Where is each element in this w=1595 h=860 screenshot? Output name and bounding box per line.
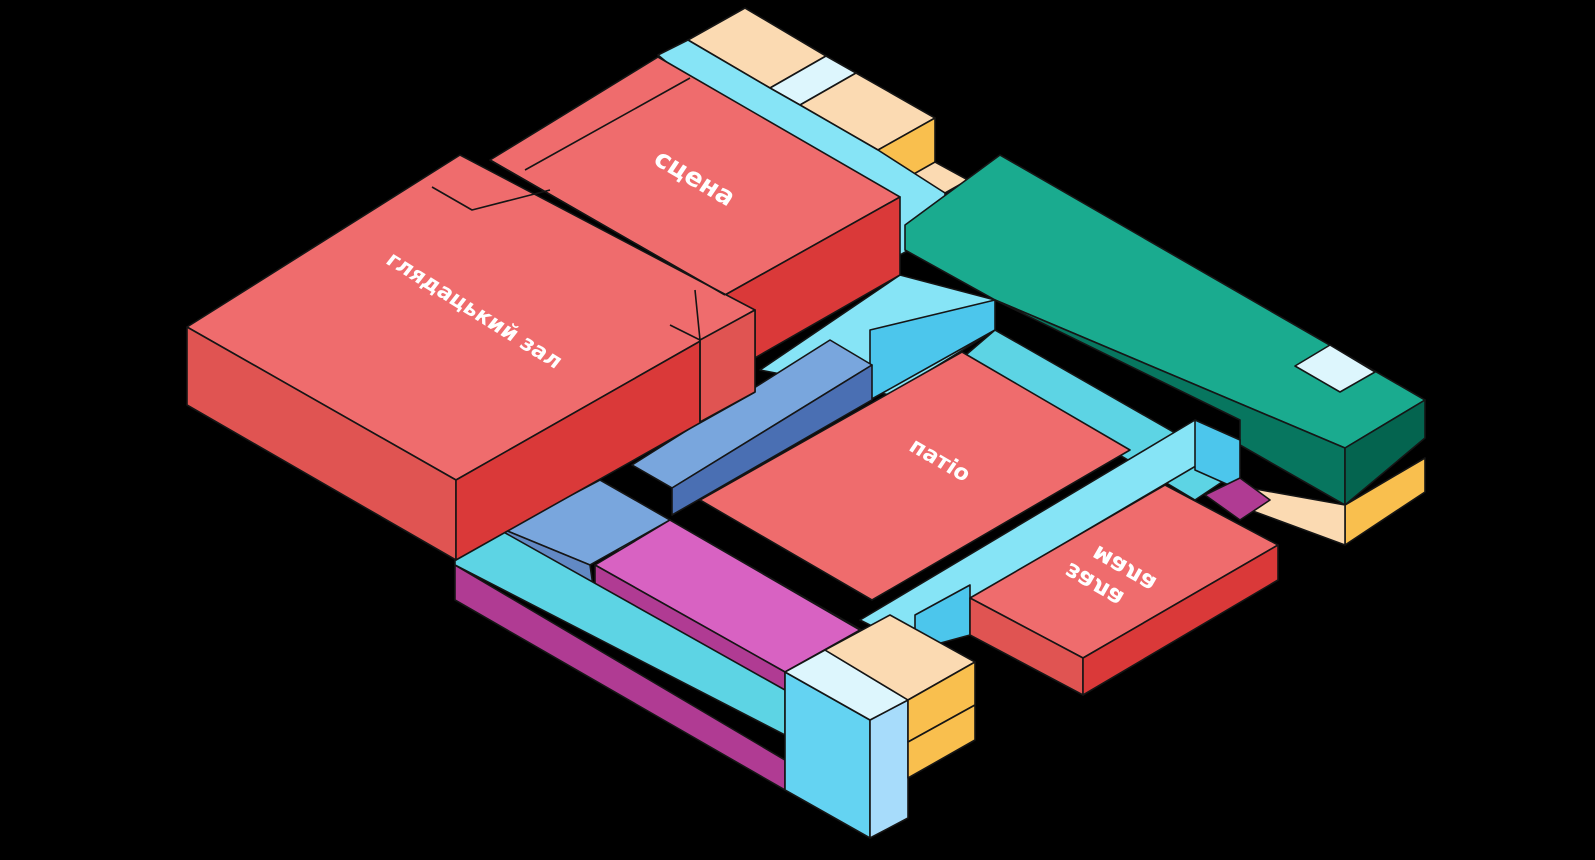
corner-box-side	[869, 699, 909, 839]
green-block-end	[1344, 399, 1426, 506]
auditorium-divider	[489, 159, 726, 296]
magenta-sliver	[1204, 477, 1271, 521]
stage-divider	[524, 77, 691, 171]
green-block-front	[994, 299, 1346, 506]
corner-orange-2	[907, 704, 976, 779]
pale-window	[1294, 344, 1376, 393]
blocks-group	[186, 7, 1426, 839]
small-hall-right	[1082, 544, 1279, 696]
foyer-line-1	[431, 186, 551, 211]
patio-top	[699, 351, 1131, 601]
blue-block-side	[671, 364, 873, 516]
